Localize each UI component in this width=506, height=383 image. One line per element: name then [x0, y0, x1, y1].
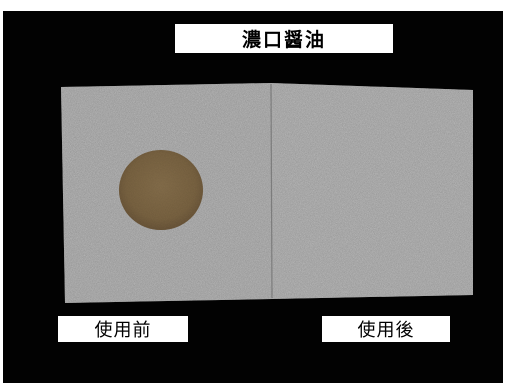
seam-line — [270, 83, 273, 299]
after-label: 使用後 — [357, 320, 415, 341]
stain-comparison-photo — [3, 11, 503, 383]
product-title-label: 濃口醤油 — [175, 24, 393, 53]
after-label-box: 使用後 — [322, 316, 450, 342]
soy-sauce-stain — [119, 150, 203, 230]
before-label: 使用前 — [94, 320, 152, 341]
cloth-samples-illustration — [61, 83, 473, 303]
before-label-box: 使用前 — [58, 316, 188, 342]
product-title: 濃口醤油 — [241, 29, 326, 51]
cloth-after — [271, 83, 473, 299]
